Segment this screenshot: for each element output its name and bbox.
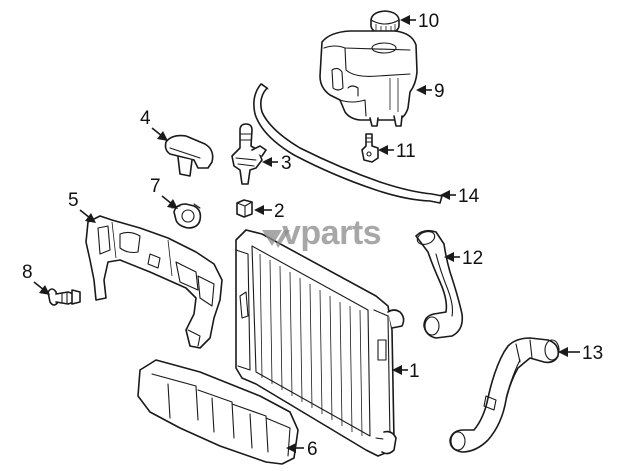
callout-5-number: 5	[68, 190, 79, 211]
part-2-bracket	[236, 199, 253, 218]
part-11-level-sensor	[361, 133, 379, 163]
part-7-clip	[171, 203, 202, 229]
part-3-thermostat	[231, 123, 267, 185]
callout-1: 1	[392, 361, 420, 382]
callout-12-number: 12	[462, 248, 483, 269]
callout-12: 12	[444, 248, 483, 269]
part-5-support-bracket	[85, 215, 223, 349]
callout-8: 8	[22, 262, 50, 295]
callout-5: 5	[68, 190, 96, 223]
callout-11-number: 11	[396, 141, 416, 162]
callout-4-number: 4	[140, 108, 151, 129]
callout-11: 11	[378, 141, 416, 162]
callout-10: 10	[400, 11, 439, 32]
part-4-cover	[164, 134, 214, 177]
part-9-expansion-tank	[319, 30, 418, 127]
part-6-lower-air-guide	[137, 359, 299, 465]
callout-6: 6	[286, 439, 318, 460]
part-8-push-rivet	[47, 288, 81, 306]
callout-14: 14	[440, 186, 480, 207]
vparts-watermark: vparts	[262, 214, 382, 252]
callout-6-number: 6	[307, 439, 318, 460]
callout-9-number: 9	[434, 81, 445, 102]
callout-10-number: 10	[418, 11, 439, 32]
callout-13-number: 13	[582, 343, 603, 364]
callout-7: 7	[150, 176, 178, 209]
callout-3-number: 3	[281, 153, 292, 174]
callout-9: 9	[416, 81, 445, 102]
part-14-overflow-hose	[253, 83, 443, 204]
callout-3: 3	[262, 153, 292, 174]
callout-2: 2	[254, 201, 285, 222]
callout-4: 4	[140, 108, 168, 141]
part-1-radiator	[235, 229, 405, 457]
callout-7-number: 7	[150, 176, 161, 197]
part-13-lower-hose	[449, 337, 560, 453]
callout-13: 13	[558, 343, 603, 364]
part-12-upper-hose	[415, 229, 464, 339]
watermark-text: vparts	[282, 214, 381, 252]
callout-2-number: 2	[274, 201, 285, 222]
callout-1-number: 1	[409, 361, 420, 382]
callout-8-number: 8	[22, 262, 33, 283]
callout-14-number: 14	[458, 186, 480, 207]
